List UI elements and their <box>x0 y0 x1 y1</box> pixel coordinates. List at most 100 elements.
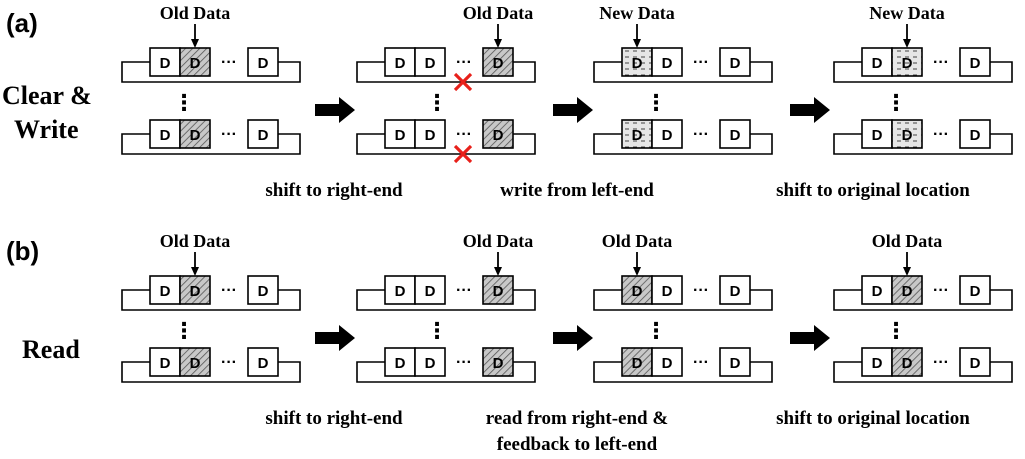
panel-a-transition-arrow-1 <box>315 97 355 123</box>
register-cell-label: D <box>632 355 643 372</box>
register-cell-label: D <box>872 283 883 300</box>
register-cell-label: D <box>632 283 643 300</box>
rows-vertical-dots: ⋮ <box>645 90 667 115</box>
register-cell <box>959 119 991 149</box>
panel-a-caption-3: shift to original location <box>776 180 970 201</box>
register-cell-label: D <box>632 55 643 72</box>
register-cell-label: D <box>632 127 643 144</box>
header-arrow-head <box>903 267 911 276</box>
feedback-loop <box>121 133 301 155</box>
rows-vertical-dots: ⋮ <box>426 90 448 115</box>
register-cell <box>247 347 279 377</box>
feedback-loop <box>356 289 536 311</box>
register-cell <box>891 347 923 377</box>
register-cell-label: D <box>160 127 171 144</box>
register-cell-label: D <box>395 127 406 144</box>
feedback-loop <box>833 133 1013 155</box>
cells-ellipsis: ··· <box>221 354 237 371</box>
panel-b-operation-line-1: Read <box>22 335 80 364</box>
register-cell <box>861 275 893 305</box>
panel-b-transition-arrow-3 <box>790 325 830 351</box>
cells-ellipsis: ··· <box>221 126 237 143</box>
register-cell-label: D <box>730 283 741 300</box>
register-cell-label: D <box>258 355 269 372</box>
register-cell-label: D <box>970 127 981 144</box>
register-cell-label: D <box>662 127 673 144</box>
register-cell-label: D <box>190 127 201 144</box>
rows-vertical-dots: ⋮ <box>885 318 907 343</box>
rows-vertical-dots: ⋮ <box>645 318 667 343</box>
feedback-loop <box>593 133 773 155</box>
register-cell <box>247 119 279 149</box>
register-cell-label: D <box>662 55 673 72</box>
register-cell <box>959 347 991 377</box>
disconnect-cross <box>453 144 473 164</box>
register-cell <box>651 47 683 77</box>
register-cell-label: D <box>160 283 171 300</box>
register-cell <box>482 347 514 377</box>
register-cell-label: D <box>970 283 981 300</box>
panel-b-transition-arrow-1 <box>315 325 355 351</box>
header-arrow-head <box>633 39 641 48</box>
rows-vertical-dots: ⋮ <box>173 90 195 115</box>
cells-ellipsis: ··· <box>456 126 472 143</box>
register-cell <box>719 119 751 149</box>
header-arrow-head <box>903 39 911 48</box>
panel-b-caption-2: feedback to left-end <box>497 434 658 455</box>
stage-header-label: Old Data <box>463 231 534 251</box>
cells-ellipsis: ··· <box>693 282 709 299</box>
panel-a-operation-line-1: Clear & <box>2 81 92 110</box>
feedback-loop <box>356 61 536 83</box>
register-cell <box>482 47 514 77</box>
captions-layer: shift to right-end write from left-end shi… <box>265 180 970 455</box>
register-cell-label: D <box>493 355 504 372</box>
panel-b-caption-3: shift to original location <box>776 408 970 429</box>
register-cell-label: D <box>872 127 883 144</box>
feedback-loop <box>833 361 1013 383</box>
cells-ellipsis: ··· <box>221 282 237 299</box>
register-cell <box>414 119 446 149</box>
panel-a-caption-2: write from left-end <box>500 180 654 201</box>
stage-header-label: Old Data <box>463 3 534 23</box>
feedback-loop <box>356 133 536 155</box>
feedback-loop <box>121 289 301 311</box>
feedback-loop <box>593 61 773 83</box>
panel-a-operation-line-2: Write <box>14 115 79 144</box>
register-cell-label: D <box>160 355 171 372</box>
arrows-layer <box>315 97 830 351</box>
register-cell-label: D <box>258 127 269 144</box>
cells-ellipsis: ··· <box>933 354 949 371</box>
cells-ellipsis: ··· <box>693 126 709 143</box>
register-cell-label: D <box>395 55 406 72</box>
register-cell <box>959 47 991 77</box>
stage-header-label: Old Data <box>160 231 231 251</box>
panel-b-caption-1: shift to right-end <box>265 408 403 429</box>
register-cell-label: D <box>970 55 981 72</box>
register-cell-label: D <box>902 127 913 144</box>
feedback-loop <box>121 61 301 83</box>
stage-header-label: Old Data <box>602 231 673 251</box>
register-cell <box>149 347 181 377</box>
register-cell-label: D <box>425 283 436 300</box>
register-cell <box>719 47 751 77</box>
register-cell-label: D <box>425 55 436 72</box>
register-cell-label: D <box>258 55 269 72</box>
rows-vertical-dots: ⋮ <box>173 318 195 343</box>
register-cell-label: D <box>190 283 201 300</box>
register-cell-label: D <box>662 355 673 372</box>
stage-header-label: New Data <box>599 3 674 23</box>
panel-a-tag: (a) <box>6 8 38 38</box>
register-cell <box>482 275 514 305</box>
panel-a-transition-arrow-3 <box>790 97 830 123</box>
feedback-loop <box>593 289 773 311</box>
panel-b-tag: (b) <box>6 236 39 266</box>
register-cell-label: D <box>395 355 406 372</box>
register-cell <box>891 119 923 149</box>
